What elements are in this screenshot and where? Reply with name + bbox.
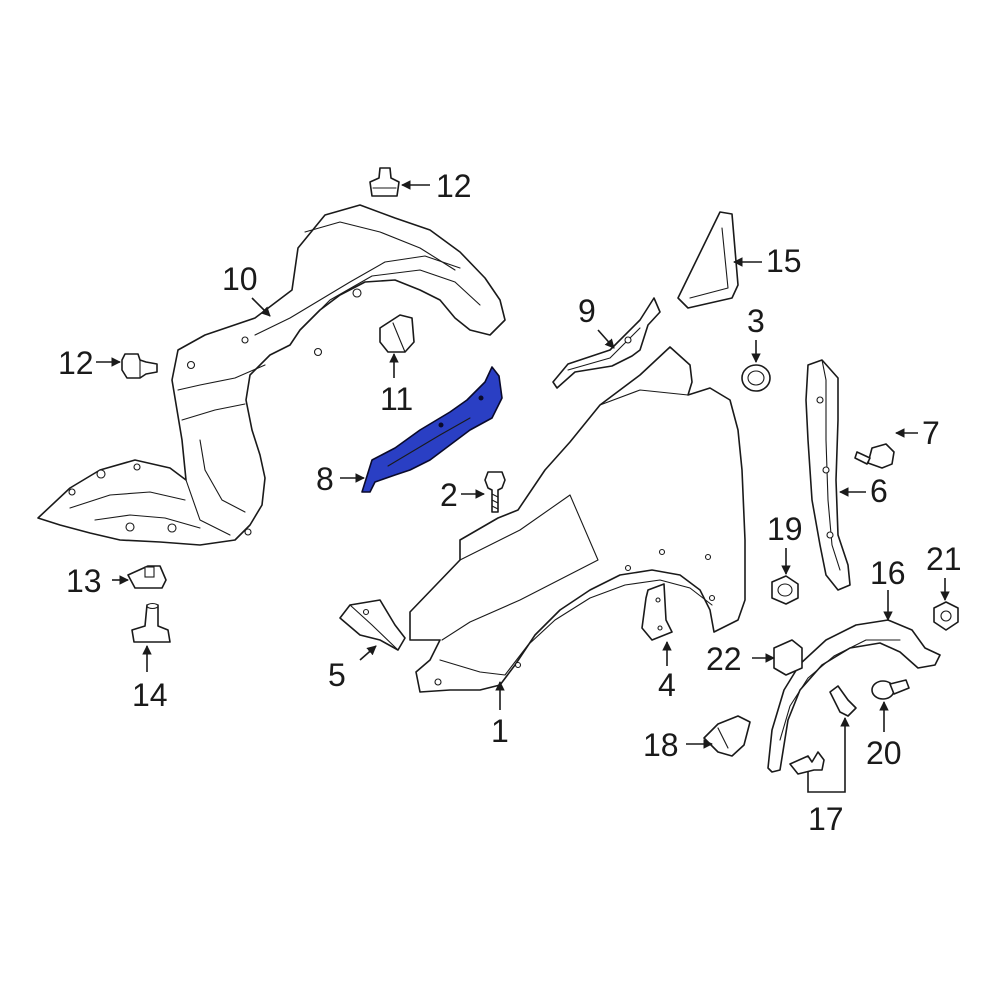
shield-hole bbox=[438, 422, 444, 428]
callout-4: 4 bbox=[658, 667, 676, 703]
fender-liner-part[interactable] bbox=[37, 204, 506, 546]
shield-plate-part[interactable] bbox=[641, 583, 673, 641]
callout-14: 14 bbox=[132, 677, 168, 713]
callout-13: 13 bbox=[66, 563, 102, 599]
callout-18: 18 bbox=[643, 727, 679, 763]
callout-16: 16 bbox=[870, 555, 906, 591]
rivet-lower-part[interactable] bbox=[789, 751, 825, 775]
fender-bracket-part[interactable] bbox=[552, 297, 661, 389]
shield-hole-2 bbox=[478, 395, 484, 401]
callout-10: 10 bbox=[222, 261, 258, 297]
arch-molding-part[interactable] bbox=[767, 619, 941, 773]
angle-bracket-part[interactable] bbox=[703, 715, 751, 757]
callout-6: 6 bbox=[870, 473, 888, 509]
vertical-bracket-part[interactable] bbox=[805, 359, 851, 591]
shield-crease bbox=[387, 417, 471, 467]
callout-15: 15 bbox=[766, 243, 802, 279]
callout-19: 19 bbox=[767, 511, 803, 547]
callout-2: 2 bbox=[440, 477, 458, 513]
push-pin-part[interactable] bbox=[871, 679, 910, 700]
rivet-upper-part[interactable] bbox=[829, 685, 857, 717]
leader-lines bbox=[96, 180, 950, 793]
callout-12-left: 12 bbox=[58, 345, 94, 381]
callout-20: 20 bbox=[866, 735, 902, 771]
small-bracket-part[interactable] bbox=[339, 599, 406, 651]
push-clip-left-part[interactable] bbox=[121, 353, 158, 379]
callout-17: 17 bbox=[808, 801, 844, 837]
bolt-6-part[interactable] bbox=[854, 443, 895, 469]
callout-9: 9 bbox=[578, 293, 596, 329]
callout-5: 5 bbox=[328, 657, 346, 693]
retainer-stud-part[interactable] bbox=[131, 602, 171, 643]
callout-8: 8 bbox=[316, 461, 334, 497]
clip-nut-part[interactable] bbox=[127, 565, 167, 589]
callout-21: 21 bbox=[926, 541, 962, 577]
callout-22: 22 bbox=[706, 641, 742, 677]
callout-12-top: 12 bbox=[436, 168, 472, 204]
square-clip-part[interactable] bbox=[773, 639, 803, 676]
push-clip-top-part[interactable] bbox=[369, 167, 400, 197]
nut-clip-part[interactable] bbox=[741, 364, 771, 392]
callout-3: 3 bbox=[747, 303, 765, 339]
bolt-part[interactable] bbox=[484, 471, 506, 513]
flange-nut-part[interactable] bbox=[933, 601, 959, 631]
callout-7: 7 bbox=[922, 415, 940, 451]
callout-labels: 12 12 10 11 8 13 14 2 9 1 5 4 3 15 6 7 1… bbox=[58, 168, 962, 837]
bracket-clip-part[interactable] bbox=[379, 314, 415, 353]
snap-clip-part[interactable] bbox=[771, 575, 799, 605]
callout-11: 11 bbox=[380, 381, 413, 417]
triangle-trim-part[interactable] bbox=[677, 211, 739, 309]
callout-1: 1 bbox=[491, 713, 509, 749]
fender-panel-part[interactable] bbox=[409, 346, 746, 693]
